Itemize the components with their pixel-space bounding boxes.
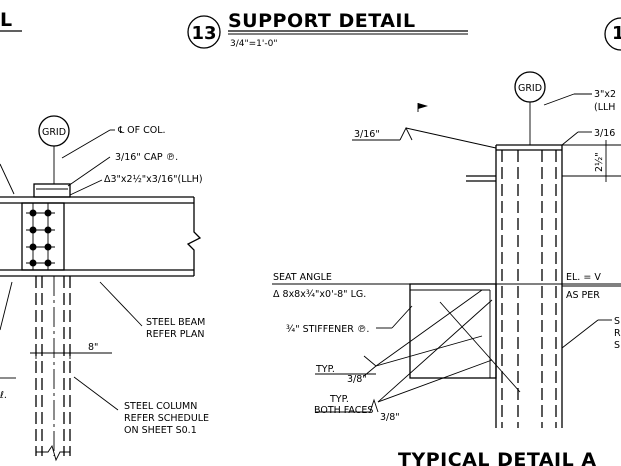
leader-angle-right (543, 93, 575, 106)
cap-plate (33, 183, 71, 198)
typ-label-1: TYP. (315, 364, 335, 375)
weld-right-label: 3/16 (594, 128, 615, 139)
leader-column-right (561, 319, 599, 349)
both-faces-label: BOTH FACES (314, 405, 373, 416)
col-centerline-label: ℄ OF COL. (117, 125, 166, 136)
angle-right-label-2: (LLH (594, 102, 615, 113)
seat-angle-label-1: SEAT ANGLE (273, 272, 332, 283)
beam-break-line (186, 197, 202, 276)
leader-beam (99, 281, 143, 327)
leader-stiffener (391, 305, 413, 329)
weld-38-label-b: 3/8" (380, 412, 400, 423)
side-label-r: R (614, 328, 621, 339)
beam-label-2: REFER PLAN (146, 329, 205, 340)
typical-detail-title: TYPICAL DETAIL A (398, 449, 597, 466)
edge-leader-2 (0, 281, 13, 331)
bolt-group (26, 203, 55, 270)
detail-number-bubble (187, 15, 221, 49)
side-label-s2: S (614, 340, 620, 351)
leader-angle (69, 179, 103, 196)
column-break-line (36, 444, 70, 462)
stiffener-label: ¾" STIFFENER ℗. (286, 324, 369, 335)
prev-title-fragment: L (0, 9, 13, 31)
dim-vert-label: 2½" (594, 152, 605, 172)
leader-col-centerline (61, 129, 111, 159)
left-detail: GRID (0, 115, 209, 462)
column-label-2: REFER SCHEDULE (124, 413, 209, 424)
weld-symbol-3 (369, 398, 379, 413)
weld-leader-3a (377, 299, 493, 403)
edge-leader-1 (0, 163, 15, 195)
beam-label-1: STEEL BEAM (146, 317, 205, 328)
weld-symbol-triangle (399, 126, 413, 141)
leader-weld-right (561, 131, 579, 146)
detail-scale: 3/4"=1'-0" (230, 39, 277, 49)
seat-angle (409, 283, 497, 379)
weld-leader-top (405, 127, 497, 149)
angle-right-label-1: 3"x2 (594, 89, 616, 100)
weld-leader-3b (377, 359, 493, 403)
detail-number: 13 (191, 23, 216, 44)
right-detail: GRID 3/16" 3"x2 (LLH 3/16 2½ (272, 71, 621, 466)
leader-cap-plate (67, 156, 111, 187)
weld-top-label: 3/16" (354, 129, 380, 140)
column-label-3: ON SHEET S0.1 (124, 425, 197, 436)
elevation-label-1: EL. = V (566, 272, 601, 283)
weld-leader-2b (375, 335, 483, 367)
weld-leader-2a (375, 289, 483, 367)
dim-8-label: 8" (88, 342, 98, 353)
angle-label: Δ3"x2½"x3/16"(LLH) (104, 174, 203, 185)
title-block: 13 SUPPORT DETAIL 3/4"=1'-0" L 1 (0, 9, 621, 51)
grid-label-right: GRID (518, 83, 542, 94)
edge-fragment-label: ℓ. (0, 390, 7, 401)
flag-icon (418, 103, 428, 109)
next-detail-number: 1 (612, 23, 621, 44)
detail-title: SUPPORT DETAIL (228, 10, 416, 32)
next-detail-bubble (604, 17, 621, 51)
typ-label-2: TYP. (329, 394, 349, 405)
side-label-s1: S (614, 316, 620, 327)
weld-38-label-a: 3/8" (347, 374, 367, 385)
seat-angle-label-2: Δ 8x8x¾"x0'-8" LG. (273, 289, 366, 300)
cap-plate-label: 3/16" CAP ℗. (115, 152, 178, 163)
stiffener-diagonal (439, 301, 521, 393)
grid-label-left: GRID (42, 127, 66, 138)
leader-column (73, 376, 119, 411)
connection-plate (21, 202, 65, 271)
weld-symbol-2 (363, 355, 377, 377)
column-label-1: STEEL COLUMN (124, 401, 197, 412)
elevation-label-2: AS PER (566, 290, 600, 301)
